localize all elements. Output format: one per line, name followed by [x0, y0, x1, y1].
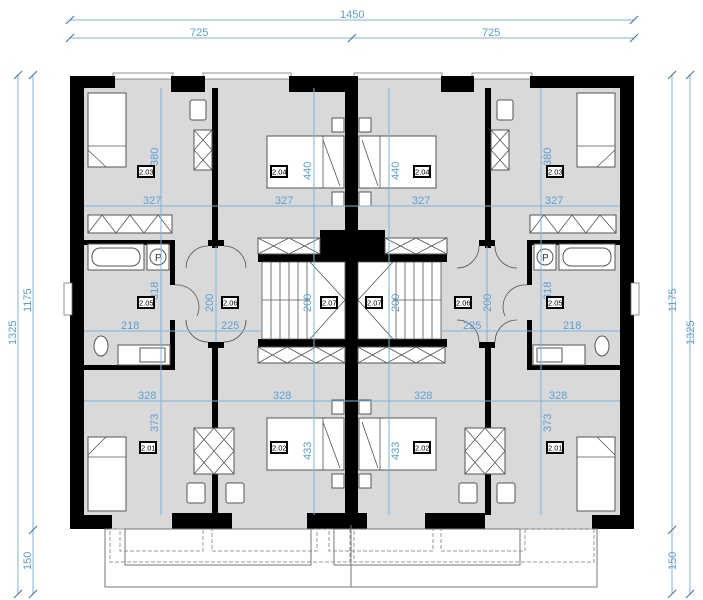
room-tag-2-02-right: 2.02: [413, 441, 431, 454]
svg-text:327: 327: [545, 195, 563, 207]
dim-total-width: 1450: [340, 9, 364, 21]
room-tag-2-03-right: 2.03: [546, 165, 564, 178]
dim-right-balcony: 150: [667, 552, 679, 570]
svg-text:318: 318: [149, 282, 161, 300]
svg-text:328: 328: [414, 390, 432, 402]
svg-text:327: 327: [275, 195, 293, 207]
dim-right-building: 1175: [667, 288, 679, 312]
interior-dimensions: 327 327 327 327 328 328 328 328 218 225 …: [84, 88, 620, 515]
svg-text:2.04: 2.04: [415, 168, 430, 177]
svg-text:225: 225: [463, 320, 481, 332]
pipe-marker-left: P: [155, 253, 162, 264]
svg-text:433: 433: [390, 442, 402, 460]
room-tag-2-01-right: 2.01: [546, 441, 564, 454]
desk-chairs: [186, 99, 516, 504]
svg-text:2.07: 2.07: [367, 299, 382, 308]
svg-text:440: 440: [302, 162, 314, 180]
dim-left-building: 1175: [22, 288, 34, 312]
room-tag-2-05-left: 2.05: [137, 296, 155, 309]
left-dimensions: 1325 1175 150: [7, 70, 38, 599]
svg-text:2.03: 2.03: [548, 168, 563, 177]
svg-text:380: 380: [149, 148, 161, 166]
svg-text:328: 328: [138, 390, 156, 402]
svg-text:373: 373: [542, 414, 554, 432]
room-tag-2-04-right: 2.04: [413, 165, 431, 178]
room-tag-2-04-left: 2.04: [270, 165, 288, 178]
pipe-marker-right: P: [542, 253, 549, 264]
doors: [174, 245, 528, 343]
svg-text:2.06: 2.06: [456, 299, 471, 308]
dim-left-balcony: 150: [22, 552, 34, 570]
svg-text:2.07: 2.07: [322, 299, 337, 308]
svg-text:2.04: 2.04: [272, 168, 287, 177]
svg-text:373: 373: [149, 414, 161, 432]
svg-text:327: 327: [143, 195, 161, 207]
dim-left-half: 725: [190, 27, 208, 39]
room-tag-2-06-right: 2.06: [454, 296, 472, 309]
balcony: [104, 525, 598, 588]
dim-left-total: 1325: [7, 321, 19, 345]
room-tag-2-07-left: 2.07: [320, 296, 338, 309]
top-dimensions: 1450 725 725: [65, 9, 639, 43]
svg-text:200: 200: [204, 294, 216, 312]
svg-text:2.01: 2.01: [548, 444, 563, 453]
svg-text:218: 218: [121, 320, 139, 332]
svg-text:433: 433: [302, 442, 314, 460]
svg-text:2.02: 2.02: [272, 444, 287, 453]
side-window-right: [630, 282, 640, 316]
svg-text:200: 200: [302, 294, 314, 312]
dim-right-half: 725: [482, 27, 500, 39]
svg-text:2.03: 2.03: [139, 168, 154, 177]
room-tag-2-05-right: 2.05: [546, 296, 564, 309]
right-dimensions: 1175 1325 150: [667, 70, 697, 599]
svg-text:200: 200: [390, 294, 402, 312]
room-tag-2-06-left: 2.06: [221, 296, 239, 309]
room-tag-2-07-right: 2.07: [365, 296, 383, 309]
room-tag-2-03-left: 2.03: [137, 165, 155, 178]
bathroom-right: P: [532, 243, 616, 366]
svg-text:380: 380: [542, 148, 554, 166]
svg-text:440: 440: [390, 162, 402, 180]
svg-text:2.02: 2.02: [415, 444, 430, 453]
svg-text:225: 225: [221, 320, 239, 332]
svg-text:327: 327: [412, 195, 430, 207]
dim-right-total: 1325: [685, 321, 697, 345]
beds: [87, 92, 616, 512]
svg-text:218: 218: [563, 320, 581, 332]
svg-text:2.06: 2.06: [223, 299, 238, 308]
room-tag-2-01-left: 2.01: [139, 441, 157, 454]
walls: [70, 76, 634, 529]
svg-text:318: 318: [542, 282, 554, 300]
svg-text:2.05: 2.05: [548, 299, 563, 308]
svg-text:328: 328: [549, 390, 567, 402]
svg-text:2.01: 2.01: [141, 444, 156, 453]
svg-text:328: 328: [273, 390, 291, 402]
room-tag-2-02-left: 2.02: [270, 441, 288, 454]
wardrobes: [87, 129, 617, 475]
bathroom-left: P: [87, 243, 171, 366]
room-tags: 2.03 2.04 2.04 2.03 2.05 2.06 2.07 2.07 …: [137, 165, 564, 454]
svg-text:2.05: 2.05: [139, 299, 154, 308]
svg-text:200: 200: [482, 294, 494, 312]
side-window-left: [63, 282, 73, 316]
